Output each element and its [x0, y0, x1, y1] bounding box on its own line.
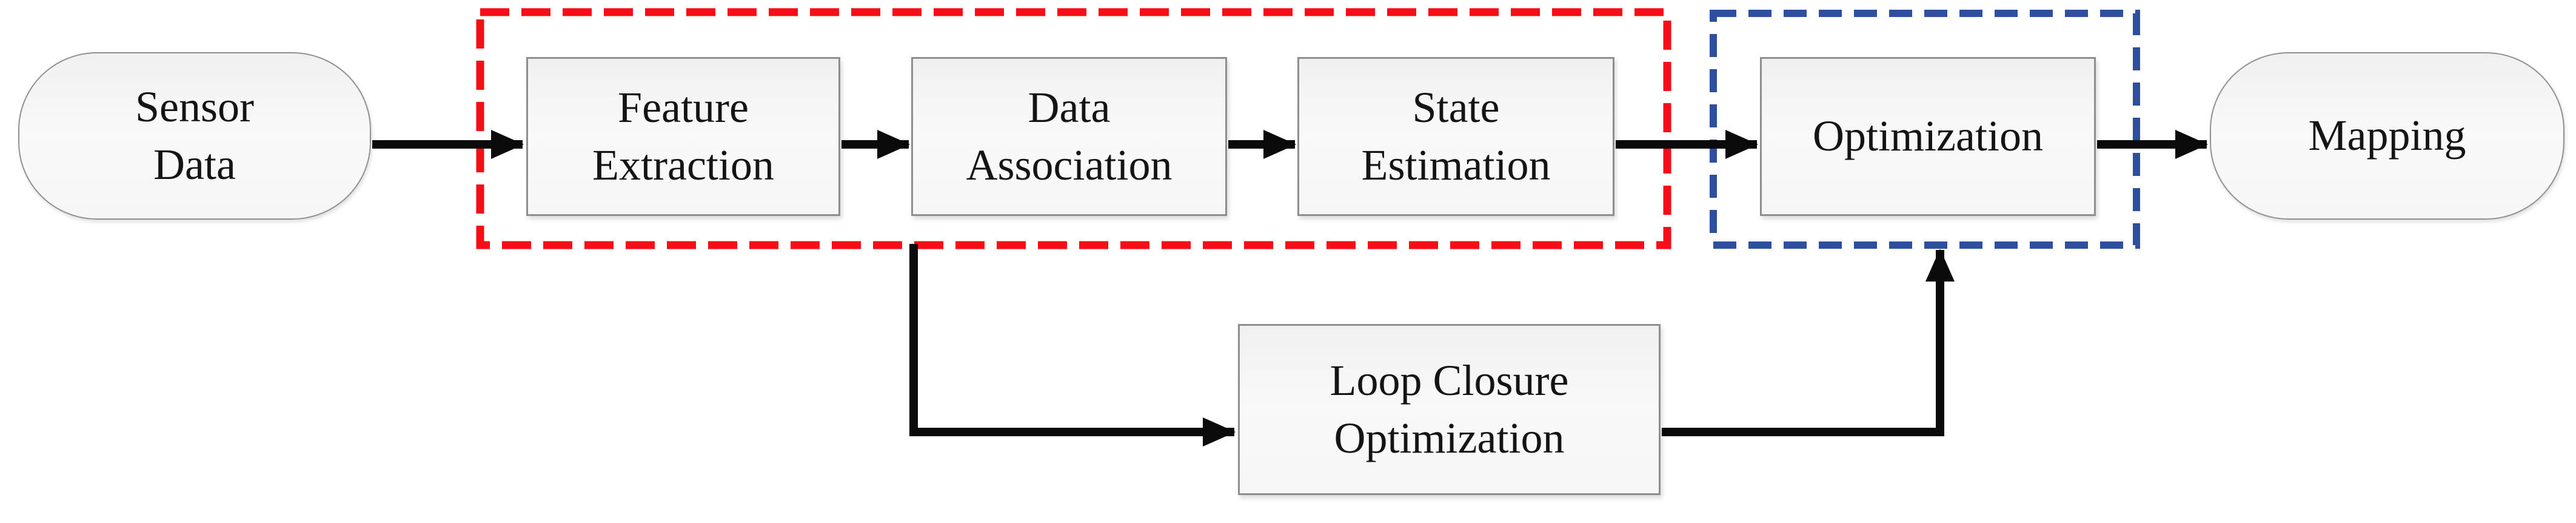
node-mapping: Mapping	[2210, 52, 2564, 220]
node-sensor-data-label-line2: Data	[153, 140, 236, 189]
node-feature-extraction: Feature Extraction	[526, 57, 840, 216]
node-feature-extraction-label-line2: Extraction	[592, 141, 774, 189]
node-state-estimation: State Estimation	[1297, 57, 1614, 216]
node-mapping-label: Mapping	[2308, 111, 2466, 160]
node-sensor-data-label-line1: Sensor	[135, 82, 254, 131]
node-data-association-label-line1: Data	[1028, 83, 1111, 132]
edge-redgroup-to-loopclosure	[909, 244, 1236, 447]
edge-loopclosure-to-bluegroup	[1662, 249, 1955, 436]
node-loop-closure-label-line1: Loop Closure	[1330, 356, 1569, 405]
node-loop-closure-optimization: Loop Closure Optimization	[1238, 324, 1661, 495]
node-data-association: Data Association	[911, 57, 1227, 216]
node-state-estimation-label-line2: Estimation	[1361, 141, 1551, 189]
blue-dashed-group-outline	[1710, 10, 2140, 249]
node-optimization-label: Optimization	[1813, 112, 2043, 161]
node-sensor-data: Sensor Data	[18, 52, 371, 220]
node-state-estimation-label-line1: State	[1412, 83, 1500, 132]
node-feature-extraction-label-line1: Feature	[618, 83, 749, 132]
node-data-association-label-line2: Association	[966, 141, 1173, 189]
node-optimization: Optimization	[1760, 57, 2096, 216]
red-dashed-group-outline	[476, 8, 1671, 249]
node-loop-closure-label-line2: Optimization	[1334, 414, 1565, 462]
